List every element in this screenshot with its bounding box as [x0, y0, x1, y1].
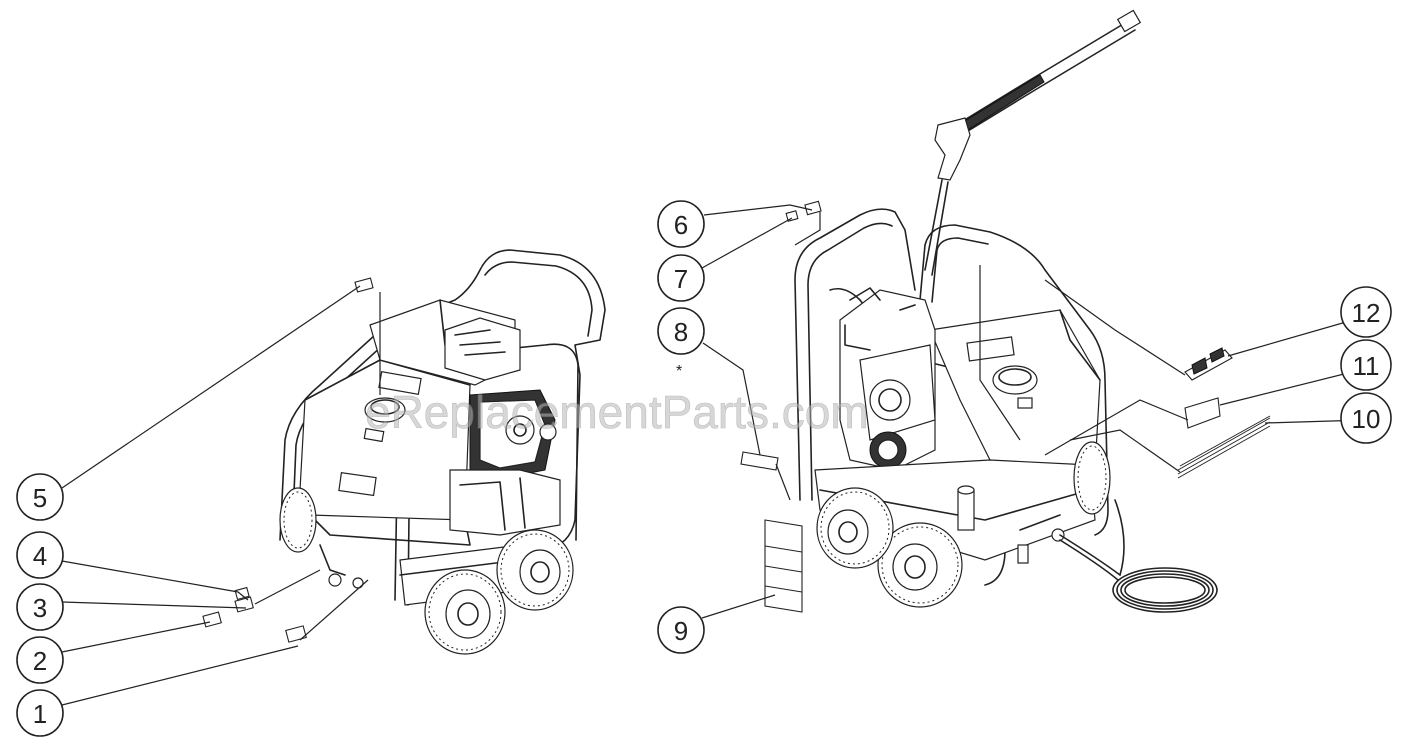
left-rear-wheel: [496, 529, 574, 611]
callout-5[interactable]: 5: [16, 473, 64, 521]
svg-text:3: 3: [33, 593, 47, 623]
decal-part-12: [1184, 347, 1233, 381]
right-back-wheel: [1073, 441, 1111, 515]
callout-8[interactable]: 8: [657, 307, 705, 355]
decal-part-5: [354, 277, 374, 293]
svg-text:5: 5: [33, 483, 47, 513]
svg-text:4: 4: [33, 541, 47, 571]
watermark: eReplacementParts.com: [365, 386, 869, 438]
callout-12[interactable]: 12: [1340, 286, 1392, 338]
callout-9[interactable]: 9: [657, 606, 705, 654]
asterisk-marker: *: [676, 363, 682, 380]
decal-part-7: [785, 210, 799, 222]
leader-lines: [61, 204, 1366, 706]
svg-text:8: 8: [674, 317, 688, 347]
decal-part-1: [285, 625, 307, 643]
callout-bubbles: 1 2 3 4 5 6 7 8: [16, 200, 1392, 737]
decal-part-4: [234, 586, 250, 601]
right-rear-wheel: [816, 487, 894, 569]
svg-text:2: 2: [33, 646, 47, 676]
callout-4[interactable]: 4: [16, 531, 64, 579]
high-pressure-hose: [1059, 499, 1218, 613]
left-front-wheel: [424, 569, 506, 655]
right-front-wheel: [877, 522, 963, 608]
callout-7[interactable]: 7: [657, 254, 705, 302]
callout-10[interactable]: 10: [1340, 392, 1392, 444]
decal-part-8: [740, 451, 779, 471]
svg-text:9: 9: [674, 616, 688, 646]
svg-text:12: 12: [1352, 298, 1381, 328]
callout-3[interactable]: 3: [16, 583, 64, 631]
decal-part-6: [804, 200, 822, 216]
decal-part-2: [202, 611, 222, 628]
svg-text:10: 10: [1352, 404, 1381, 434]
pressure-washer-front-view: [794, 9, 1218, 613]
svg-text:1: 1: [33, 699, 47, 729]
callout-2[interactable]: 2: [16, 636, 64, 684]
left-back-wheel: [279, 487, 317, 553]
decal-part-11: [1184, 397, 1221, 429]
decal-part-9: [764, 519, 803, 613]
callout-1[interactable]: 1: [16, 689, 64, 737]
pressure-washer-rear-view: [279, 249, 606, 655]
decal-part-10: [1177, 415, 1271, 479]
svg-text:6: 6: [674, 210, 688, 240]
callout-6[interactable]: 6: [657, 200, 705, 248]
svg-text:7: 7: [674, 264, 688, 294]
svg-text:11: 11: [1353, 351, 1380, 381]
decal-parts: [202, 200, 1271, 643]
spray-gun: [924, 9, 1142, 276]
callout-11[interactable]: 11: [1340, 339, 1392, 391]
